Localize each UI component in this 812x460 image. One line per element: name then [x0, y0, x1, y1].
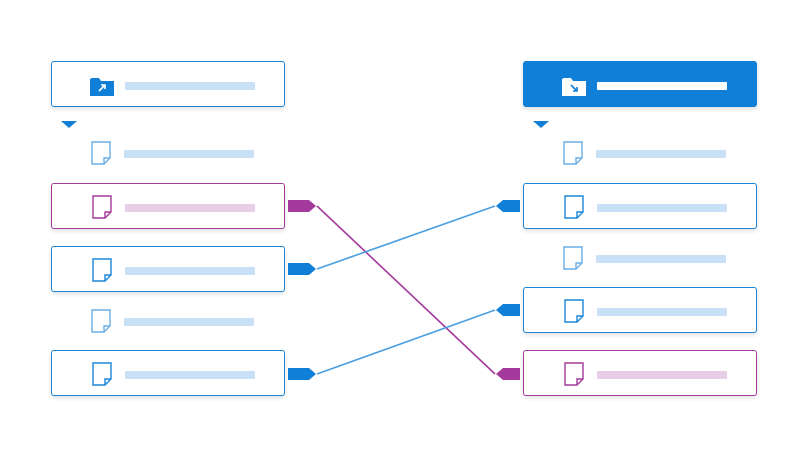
connector-tab-left-blue-2 [288, 368, 316, 380]
left-file-name-placeholder [125, 371, 255, 379]
left-file-row-2[interactable] [51, 183, 285, 229]
left-file-row-5[interactable] [51, 350, 285, 396]
right-file-name-placeholder [596, 255, 726, 263]
file-icon [92, 362, 112, 386]
right-file-name-placeholder [597, 204, 727, 212]
connector-tab-left-magenta [288, 200, 316, 212]
left-file-name-placeholder [124, 318, 254, 326]
right-file-row-4[interactable] [523, 287, 757, 333]
file-icon [564, 299, 584, 323]
link-blue-1 [316, 205, 496, 270]
left-folder-name-placeholder [125, 82, 255, 90]
file-icon [564, 362, 584, 386]
file-icon [563, 246, 583, 270]
right-file-name-placeholder [597, 308, 727, 316]
file-icon [91, 141, 111, 165]
right-file-row-3[interactable] [523, 235, 757, 281]
connector-tab-right-blue-1 [496, 200, 520, 212]
right-file-row-2[interactable] [523, 183, 757, 229]
left-file-name-placeholder [125, 267, 255, 275]
file-icon [92, 258, 112, 282]
right-file-name-placeholder [596, 150, 726, 158]
file-icon [564, 195, 584, 219]
link-blue-2 [316, 309, 496, 375]
link-magenta [316, 205, 496, 375]
right-file-name-placeholder [597, 371, 727, 379]
connector-tab-right-magenta [496, 368, 520, 380]
left-expand-caret[interactable] [61, 121, 77, 128]
file-icon [92, 195, 112, 219]
left-file-row-3[interactable] [51, 246, 285, 292]
right-folder-header[interactable] [523, 61, 757, 107]
left-file-name-placeholder [124, 150, 254, 158]
right-folder-name-placeholder [597, 82, 727, 90]
left-folder-header[interactable] [51, 61, 285, 107]
right-file-row-5[interactable] [523, 350, 757, 396]
folder-export-icon [90, 78, 114, 96]
left-file-name-placeholder [125, 204, 255, 212]
file-icon [91, 309, 111, 333]
left-file-row-1[interactable] [51, 130, 285, 176]
connector-tab-right-blue-2 [496, 304, 520, 316]
right-expand-caret[interactable] [533, 121, 549, 128]
folder-import-icon [562, 78, 586, 96]
file-icon [563, 141, 583, 165]
left-file-row-4[interactable] [51, 298, 285, 344]
right-file-row-1[interactable] [523, 130, 757, 176]
connector-tab-left-blue-1 [288, 263, 316, 275]
